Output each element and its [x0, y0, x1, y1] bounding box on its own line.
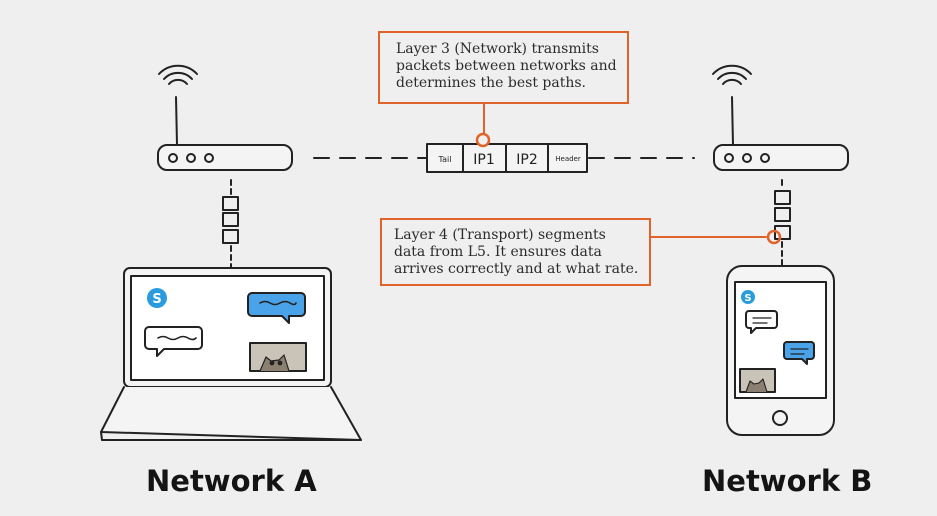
packet [426, 143, 588, 173]
router-icon [713, 144, 849, 171]
phone-chat-incoming-bubble [745, 310, 778, 334]
svg-text:S: S [152, 292, 161, 307]
skype-icon: S [741, 290, 755, 304]
callout-l4-marker [766, 229, 782, 245]
network-a-label: Network A [146, 464, 317, 498]
packet-segment-header: Header [555, 155, 581, 163]
wifi-icon [712, 64, 752, 85]
laptop-chat-outgoing-bubble [247, 292, 306, 324]
packet-segment-ip1: IP1 [473, 152, 494, 168]
laptop-chat-incoming-bubble [144, 326, 203, 357]
callout-layer3-network: Layer 3 (Network) transmits packets betw… [378, 31, 629, 104]
segment-stack-a [222, 196, 239, 244]
packet-segment-ip2: IP2 [516, 152, 537, 168]
phone-icon [726, 265, 835, 436]
router-a [157, 64, 293, 171]
router-b [712, 64, 849, 171]
laptop-icon [100, 267, 362, 441]
laptop-cat-photo-icon [249, 342, 307, 372]
svg-text:S: S [744, 293, 751, 304]
network-b-label: Network B [702, 464, 873, 498]
packet-segment-tail: Tail [438, 155, 452, 164]
callout-l3-marker [475, 132, 491, 148]
phone-chat-outgoing-bubble [783, 341, 815, 365]
phone-cat-photo-icon [739, 368, 776, 393]
segment-stack-b [774, 190, 791, 240]
router-icon [157, 144, 293, 171]
callout-layer4-transport: Layer 4 (Transport) segments data from L… [380, 218, 651, 286]
wifi-icon [158, 64, 198, 85]
skype-icon: S [147, 288, 167, 308]
